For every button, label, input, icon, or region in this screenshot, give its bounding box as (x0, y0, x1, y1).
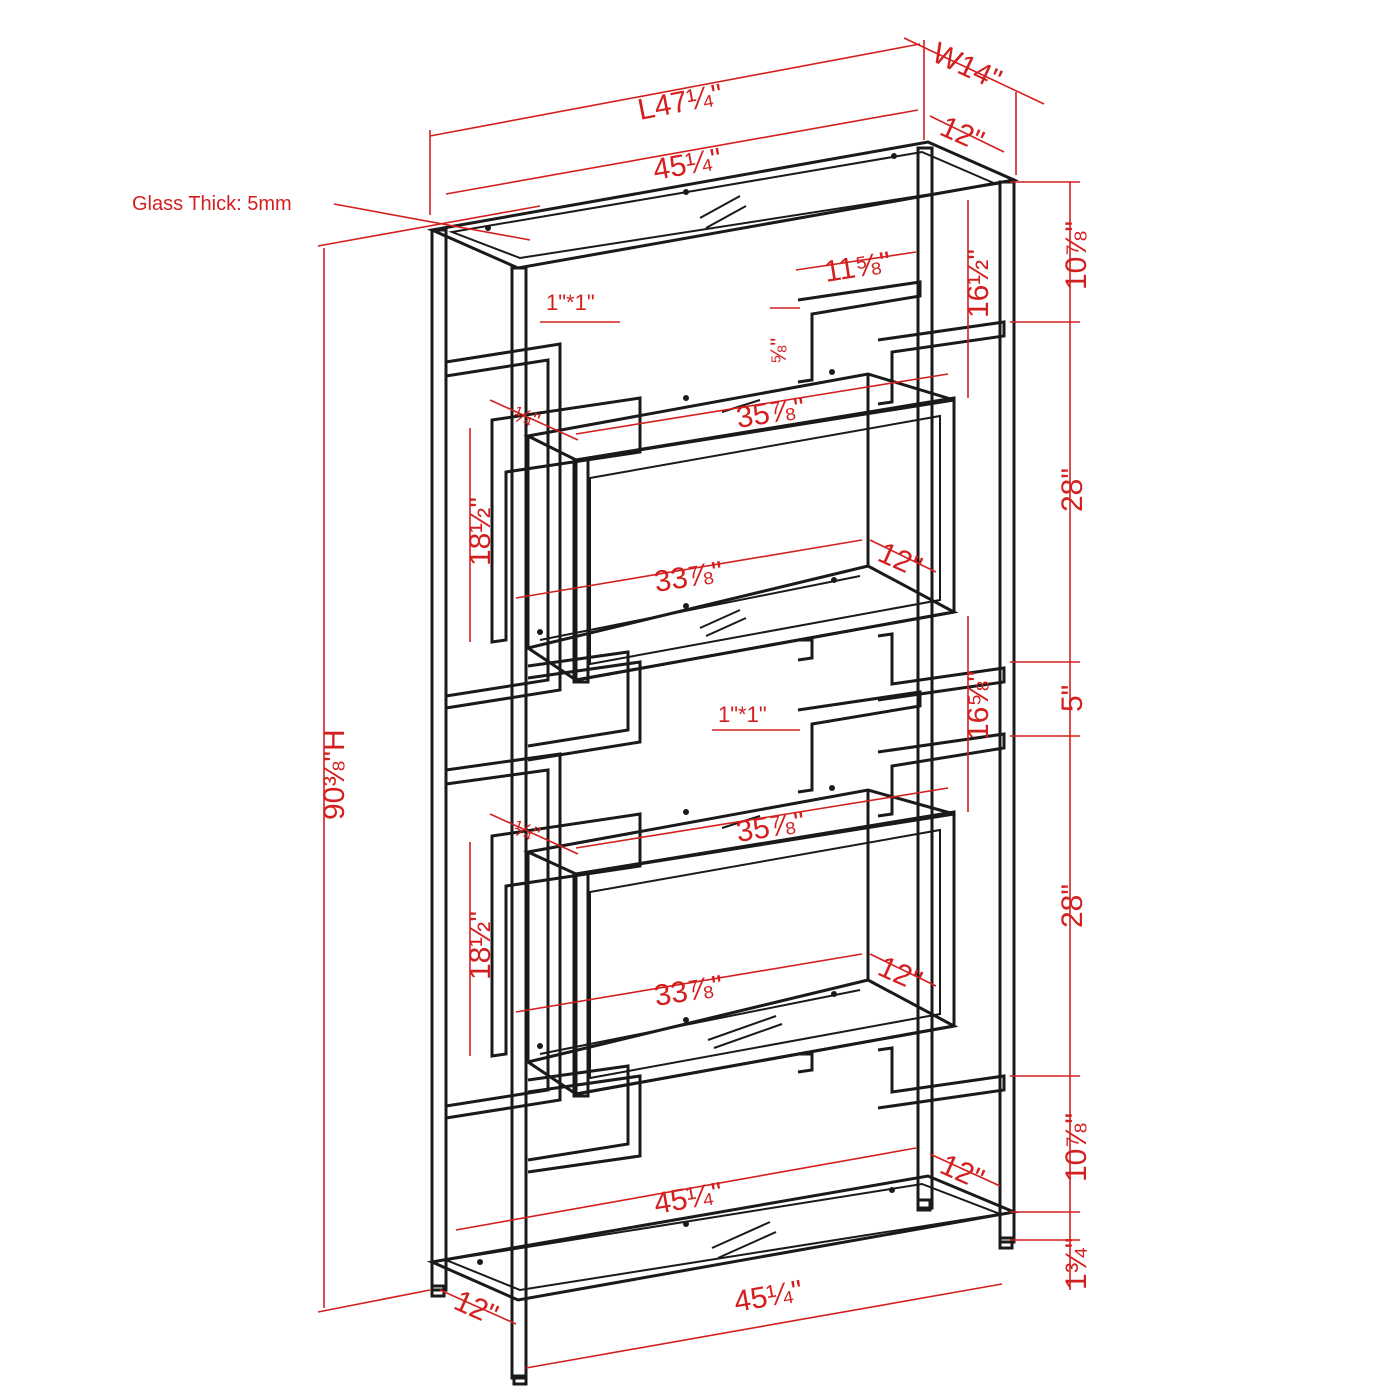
overall-height-label: 90⅜"H (318, 729, 351, 820)
overall-length-label: L47¼" (635, 78, 725, 127)
dimension-lines (317, 37, 1080, 1369)
shelf2-height-label: 18½" (464, 911, 497, 980)
small-gap-label: ⅝" (766, 338, 791, 364)
shelf1-offset-label: ¼" (510, 401, 543, 433)
bottom-shelf (426, 1174, 1020, 1302)
glass-thickness-note: Glass Thick: 5mm (132, 193, 292, 215)
tube-upper-label: 1"*1" (546, 290, 595, 315)
bottom-depth-left-label: 12" (449, 1284, 503, 1332)
right-foot-label: 1¾" (1060, 1238, 1093, 1290)
upper-box-shelf (490, 369, 959, 684)
shelf2-lower-width-label: 33⅞" (652, 970, 725, 1013)
bottom-depth-right-label: 12" (935, 1148, 989, 1196)
lower-box-shelf (490, 785, 959, 1098)
right-top-label: 10⅞" (1060, 221, 1093, 290)
shelf1-width-label: 35⅞" (734, 392, 807, 435)
right-mid1-label: 28" (1056, 468, 1089, 512)
top-glass (448, 150, 1000, 260)
right-mid2-label: 28" (1056, 884, 1089, 928)
right-gap-label: 5" (1056, 685, 1089, 712)
shelf2-offset-label: ¼" (510, 815, 543, 847)
top-shelf (426, 140, 1020, 270)
offset-upper-label: 16½" (962, 249, 995, 318)
shelf-frame (426, 140, 1020, 1386)
box-top-width-label: 11⅝" (822, 246, 893, 289)
shelf1-height-label: 18½" (464, 497, 497, 566)
overall-width-label: W14" (927, 36, 1007, 96)
front-right-post (998, 180, 1016, 1244)
right-low-label: 10⅞" (1060, 1113, 1093, 1182)
back-left-post (430, 228, 448, 1292)
offset-lower-label: 16⅝" (962, 671, 995, 740)
dimension-labels: Glass Thick: 5mm L47¼" W14" 90⅜"H 45¼" 1… (132, 36, 1093, 1332)
tube-lower-label: 1"*1" (718, 702, 767, 727)
bottom-width-front-label: 45¼" (731, 1274, 805, 1318)
top-depth-label: 12" (935, 110, 989, 158)
shelf1-lower-width-label: 33⅞" (652, 556, 725, 599)
bottom-glass (442, 1182, 1004, 1292)
